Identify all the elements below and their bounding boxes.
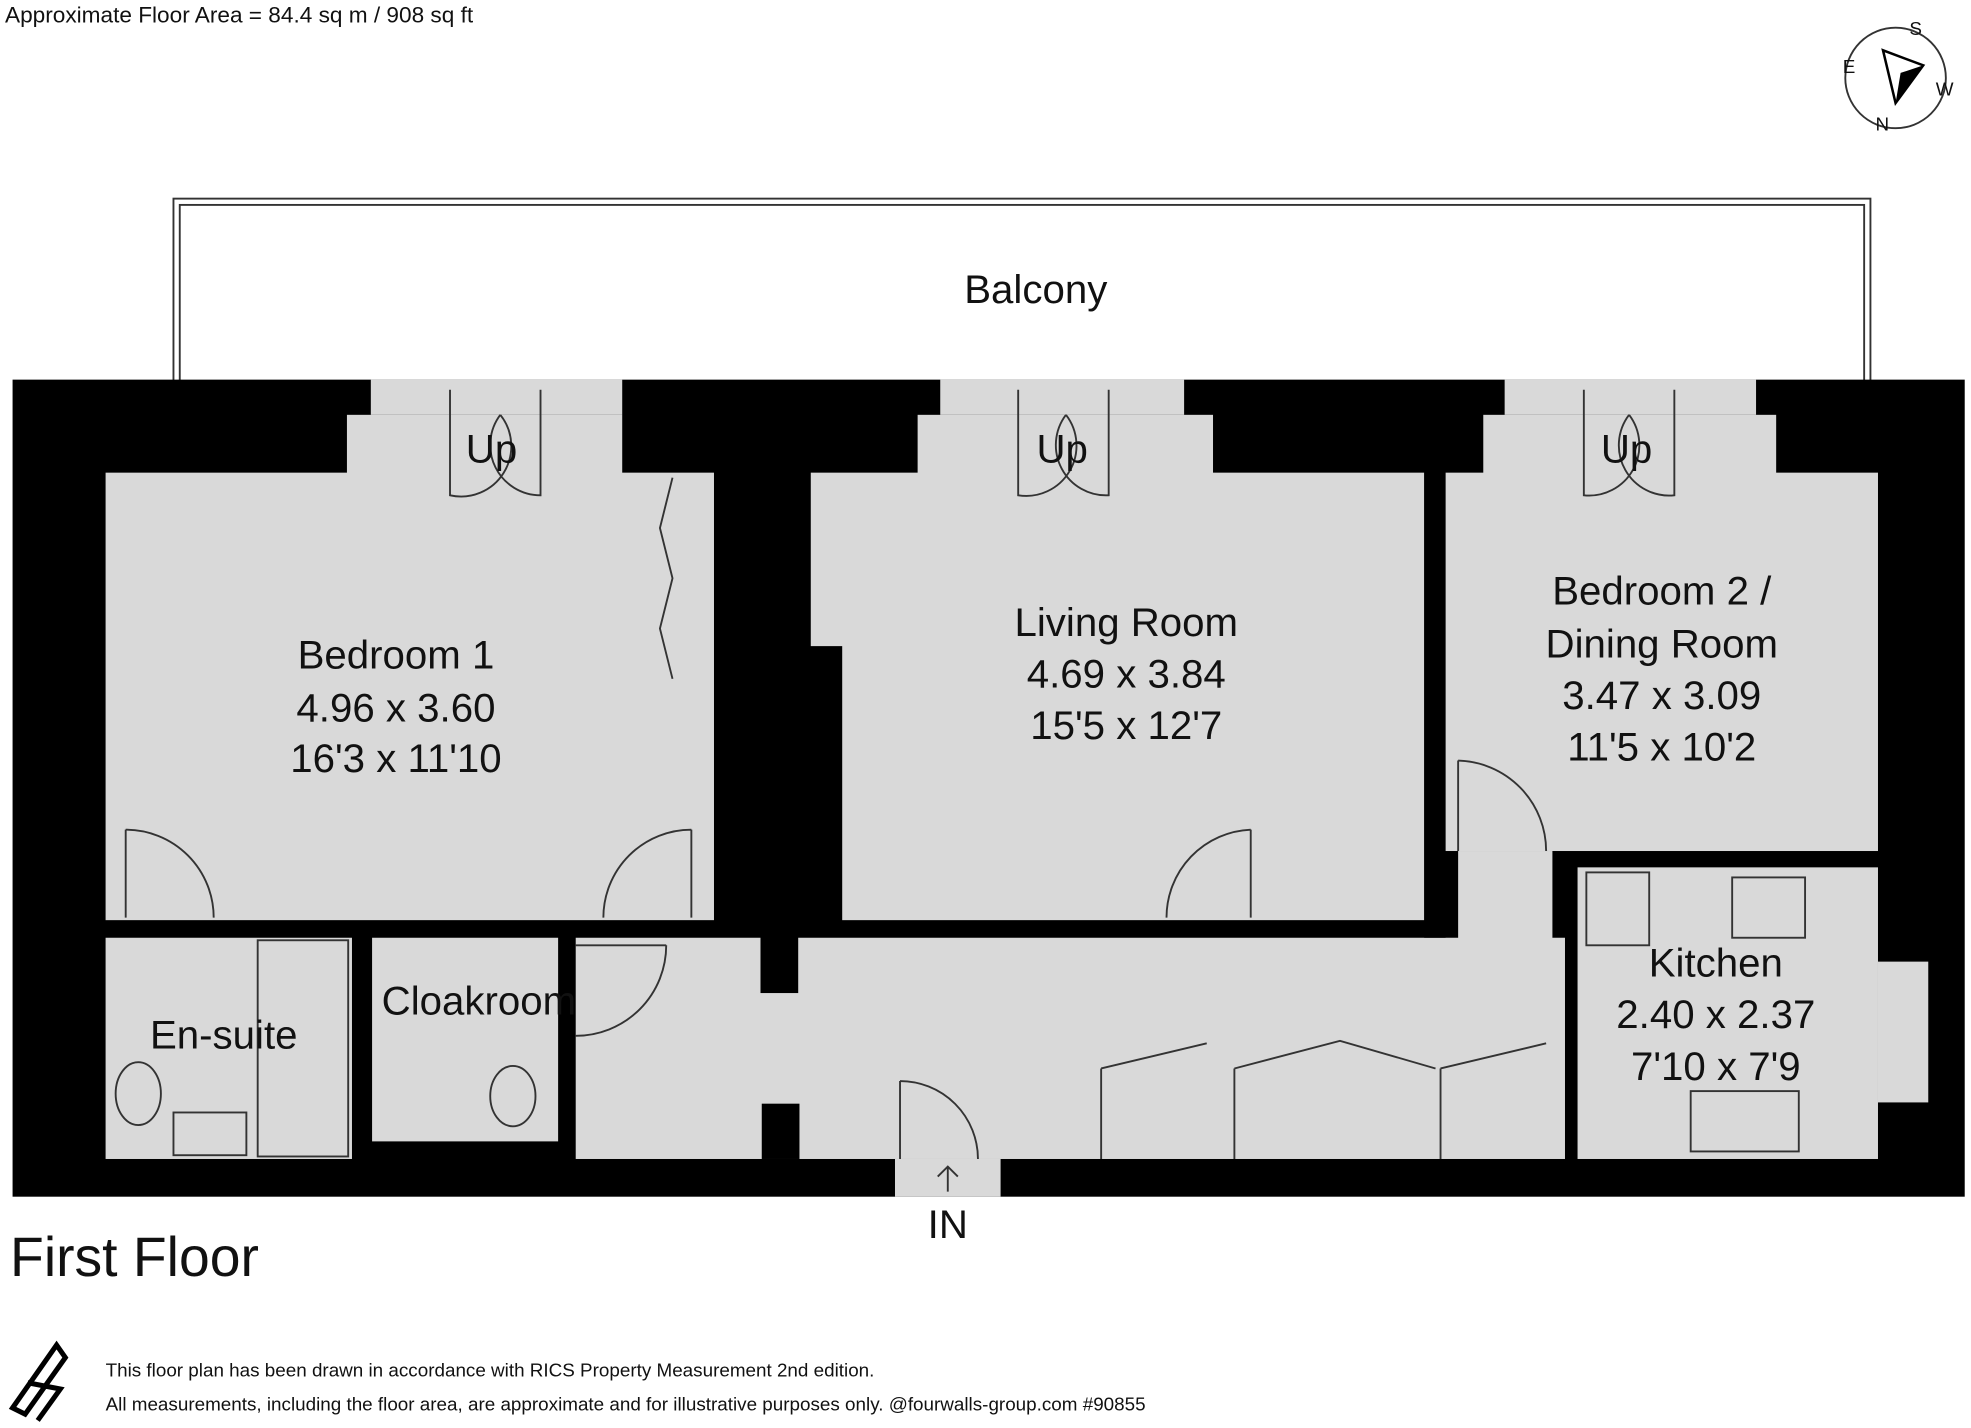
room-labels: Bedroom 1 4.96 x 3.60 16'3 x 11'10 Livin… bbox=[150, 427, 1815, 1248]
compass-e: E bbox=[1843, 56, 1856, 77]
fixtures bbox=[114, 871, 1807, 1158]
bedroom1-imperial: 16'3 x 11'10 bbox=[290, 736, 501, 781]
kitchen-imperial: 7'10 x 7'9 bbox=[1631, 1044, 1801, 1089]
living-metric: 4.69 x 3.84 bbox=[1027, 652, 1226, 697]
balcony-label: Balcony bbox=[964, 267, 1108, 312]
up-label-bedroom1: Up bbox=[466, 427, 517, 472]
ensuite-name: En-suite bbox=[150, 1012, 298, 1057]
kitchen-metric: 2.40 x 2.37 bbox=[1616, 992, 1815, 1037]
entrance-label: IN bbox=[928, 1202, 968, 1247]
up-label-living: Up bbox=[1036, 427, 1087, 472]
balcony: Balcony bbox=[172, 197, 1872, 384]
bedroom2-imperial: 11'5 x 10'2 bbox=[1567, 725, 1756, 770]
floor-area-text: Approximate Floor Area = 84.4 sq m / 908… bbox=[5, 3, 474, 28]
compass-n: N bbox=[1875, 114, 1889, 135]
bedroom2-metric: 3.47 x 3.09 bbox=[1562, 673, 1761, 718]
bedroom1-metric: 4.96 x 3.60 bbox=[296, 686, 495, 731]
rooms bbox=[105, 379, 1929, 1197]
entrance-arrow-icon bbox=[937, 1165, 959, 1192]
footer-line-1: This floor plan has been drawn in accord… bbox=[106, 1359, 875, 1380]
living-imperial: 15'5 x 12'7 bbox=[1030, 703, 1222, 748]
bedroom1-name: Bedroom 1 bbox=[298, 633, 495, 678]
compass: S E W N bbox=[1843, 18, 1954, 135]
compass-w: W bbox=[1936, 79, 1954, 100]
footer-line-2: All measurements, including the floor ar… bbox=[106, 1393, 1146, 1414]
cloakroom-name: Cloakroom bbox=[382, 978, 576, 1023]
compass-s: S bbox=[1909, 18, 1922, 39]
fourwalls-logo bbox=[8, 1340, 69, 1422]
up-label-bedroom2: Up bbox=[1601, 427, 1652, 472]
bedroom2-name-2: Dining Room bbox=[1546, 621, 1778, 666]
bedroom2-name-1: Bedroom 2 / bbox=[1552, 569, 1772, 614]
kitchen-name: Kitchen bbox=[1649, 941, 1783, 986]
doors bbox=[124, 389, 1676, 1159]
living-name: Living Room bbox=[1015, 600, 1239, 645]
floor-title: First Floor bbox=[10, 1226, 259, 1288]
